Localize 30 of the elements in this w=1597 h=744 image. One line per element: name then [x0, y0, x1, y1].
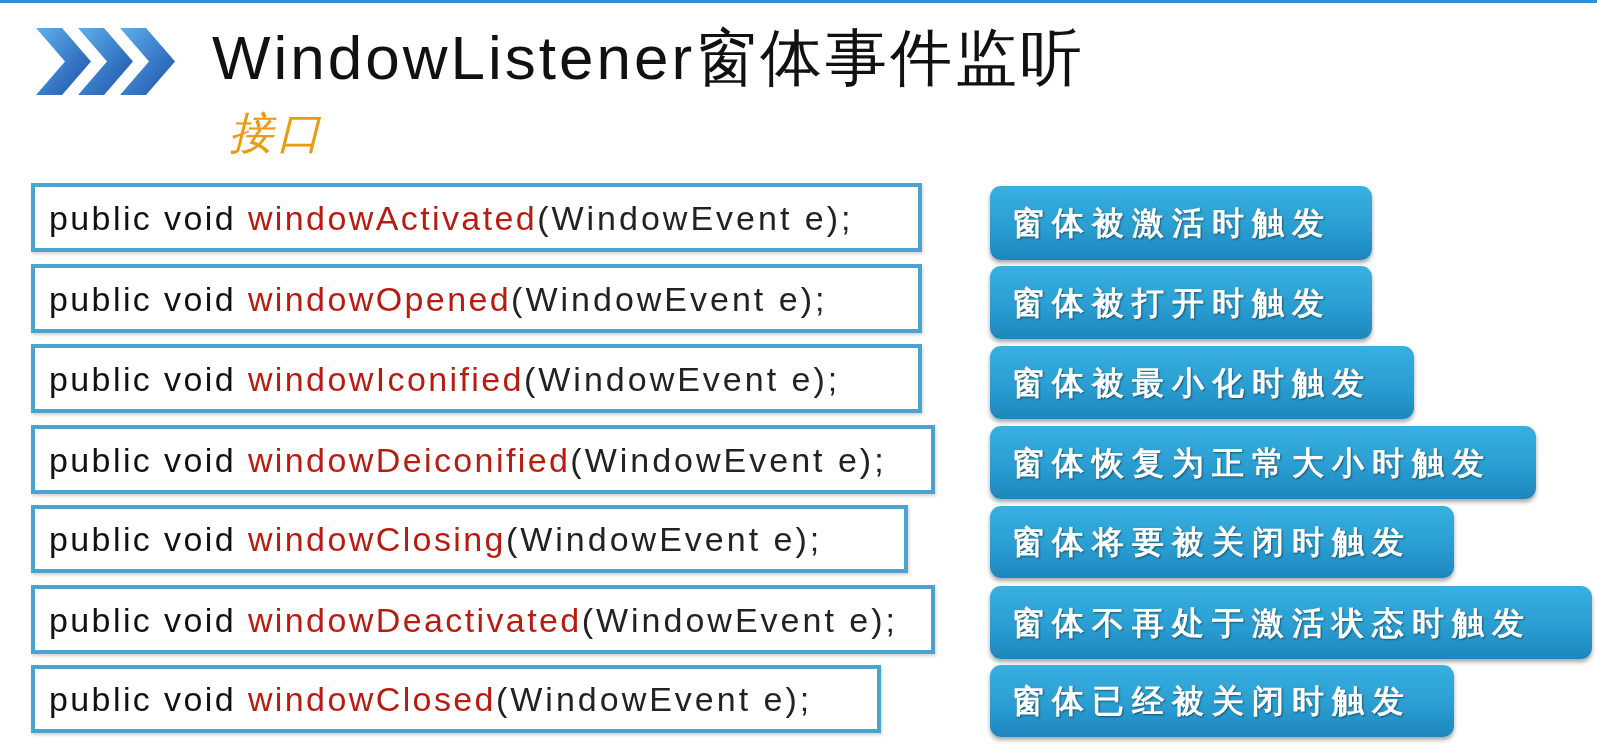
description-banner: [990, 346, 1414, 419]
description-banner: [990, 665, 1454, 737]
code-box: [31, 505, 908, 573]
description-text: 窗体被激活时触发: [1012, 203, 1332, 243]
description-text: 窗体被最小化时触发: [1012, 362, 1372, 403]
subtitle: 接口: [229, 106, 325, 160]
code-line: public void windowDeactivated(WindowEvent e);: [49, 599, 898, 640]
code-box: [31, 344, 922, 413]
description-text: 窗体不再处于激活状态时触发: [1012, 602, 1532, 643]
code-line: public void windowIconified(WindowEvent e);: [49, 358, 841, 399]
code-line: public void windowClosed(WindowEvent e);: [49, 679, 813, 719]
code-line: public void windowActivated(WindowEvent e);: [49, 197, 854, 238]
description-text: 窗体已经被关闭时触发: [1012, 681, 1412, 721]
code-box: [31, 425, 935, 494]
description-banner: [990, 186, 1372, 260]
description-text: 窗体将要被关闭时触发: [1012, 522, 1412, 562]
code-line: public void windowOpened(WindowEvent e);: [49, 278, 828, 319]
code-box: [31, 264, 922, 333]
code-box: [31, 183, 922, 252]
description-text: 窗体恢复为正常大小时触发: [1012, 442, 1492, 483]
code-line: public void windowDeiconified(WindowEvent e);: [49, 439, 887, 480]
description-banner: [990, 426, 1536, 499]
description-banner: [990, 586, 1592, 659]
code-box: [31, 665, 881, 733]
description-banner: [990, 266, 1372, 339]
code-line: public void windowClosing(WindowEvent e);: [49, 519, 823, 559]
description-banner: [990, 506, 1454, 578]
title: WindowListener窗体事件监听: [212, 22, 1086, 94]
code-box: [31, 585, 935, 654]
description-text: 窗体被打开时触发: [1012, 282, 1332, 323]
